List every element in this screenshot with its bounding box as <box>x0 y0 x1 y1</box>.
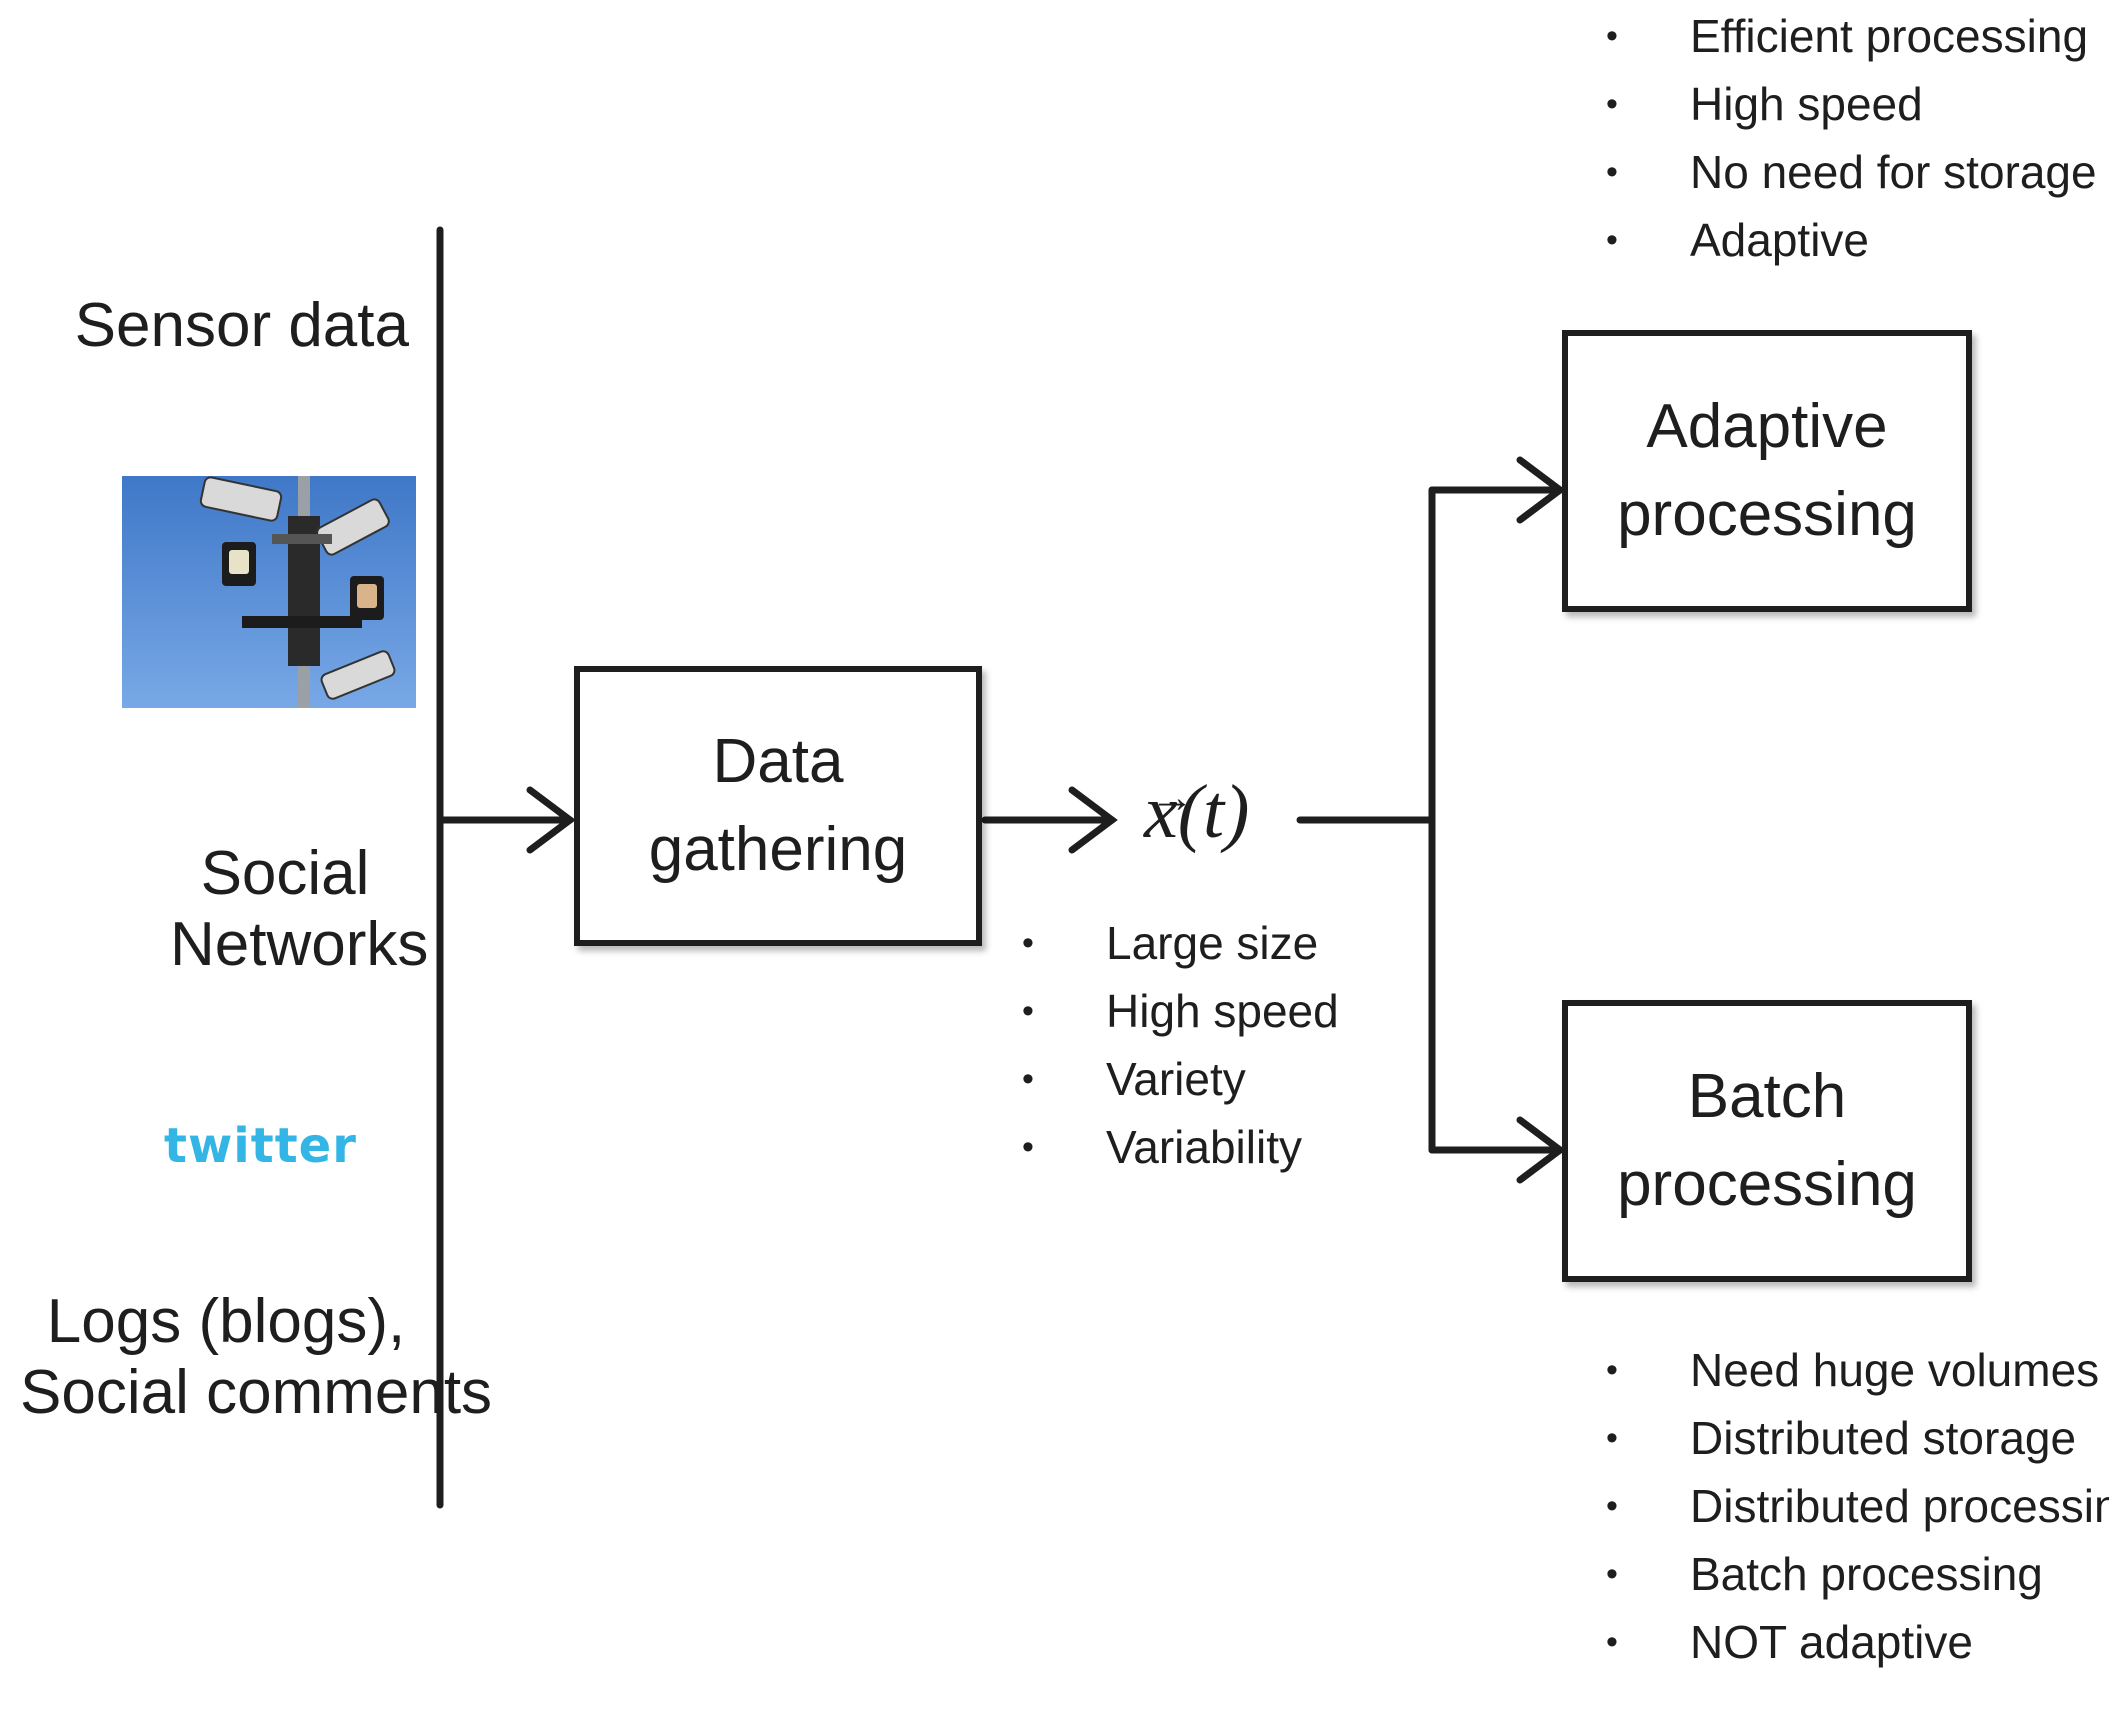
adaptive-processing-line2: processing <box>1617 480 1917 549</box>
batch-processing-box: Batch processing <box>1562 1000 1972 1282</box>
adaptive-processing-line1: Adaptive <box>1646 392 1888 461</box>
batch-property-item: Batch processing <box>1606 1540 2109 1608</box>
signal-vector-x: → x <box>1144 764 1194 860</box>
batch-property-item: Need huge volumes <box>1606 1336 2109 1404</box>
adaptive-property-item: No need for storage <box>1606 138 2097 206</box>
adaptive-properties-list: Efficient processing High speed No need … <box>1606 2 2097 274</box>
adaptive-property-item: High speed <box>1606 70 2097 138</box>
adaptive-processing-text: Adaptive processing <box>1617 383 1917 559</box>
social-networks-label: Social Networks <box>170 838 429 981</box>
twitter-logo: twitter <box>164 1118 357 1174</box>
signal-x-letter: x <box>1144 770 1178 854</box>
signal-argument: (t) <box>1177 770 1250 854</box>
logs-comments-label: Logs (blogs), Social comments <box>20 1286 493 1429</box>
bus-to-gathering-arrowhead <box>526 786 576 854</box>
split-to-batch-arrowhead <box>1516 1116 1566 1184</box>
social-networks-label-line1: Social <box>200 839 370 908</box>
batch-property-item: Distributed storage <box>1606 1404 2109 1472</box>
split-to-adaptive-arrowhead <box>1516 456 1566 524</box>
data-gathering-text: Data gathering <box>649 718 908 894</box>
signal-property-item: Large size <box>1022 909 1339 977</box>
signal-property-item: High speed <box>1022 977 1339 1045</box>
adaptive-property-item: Efficient processing <box>1606 2 2097 70</box>
batch-property-item: Distributed processing <box>1606 1472 2109 1540</box>
batch-processing-text: Batch processing <box>1617 1053 1917 1229</box>
vector-arrow-icon: → <box>1150 773 1194 822</box>
batch-property-item: NOT adaptive <box>1606 1608 2109 1676</box>
signal-property-item: Variability <box>1022 1113 1339 1181</box>
logs-label-line2: Social comments <box>20 1358 493 1428</box>
adaptive-property-item: Adaptive <box>1606 206 2097 274</box>
batch-properties-list: Need huge volumes Distributed storage Di… <box>1606 1336 2109 1676</box>
data-gathering-box: Data gathering <box>574 666 982 946</box>
signal-property-item: Variety <box>1022 1045 1339 1113</box>
data-gathering-line1: Data <box>712 727 844 796</box>
sensor-data-label: Sensor data <box>74 291 409 360</box>
surveillance-camera-photo-icon <box>122 476 416 708</box>
data-gathering-line2: gathering <box>648 815 908 884</box>
batch-processing-line2: processing <box>1617 1150 1917 1219</box>
logs-label-line1: Logs (blogs), <box>46 1287 406 1356</box>
signal-properties-list: Large size High speed Variety Variabilit… <box>1022 909 1339 1181</box>
batch-processing-line1: Batch <box>1687 1062 1847 1131</box>
adaptive-processing-box: Adaptive processing <box>1562 330 1972 612</box>
signal-symbol: → x (t) <box>1144 764 1249 860</box>
gathering-to-signal-arrowhead <box>1068 786 1118 854</box>
social-networks-label-line2: Networks <box>170 910 429 980</box>
